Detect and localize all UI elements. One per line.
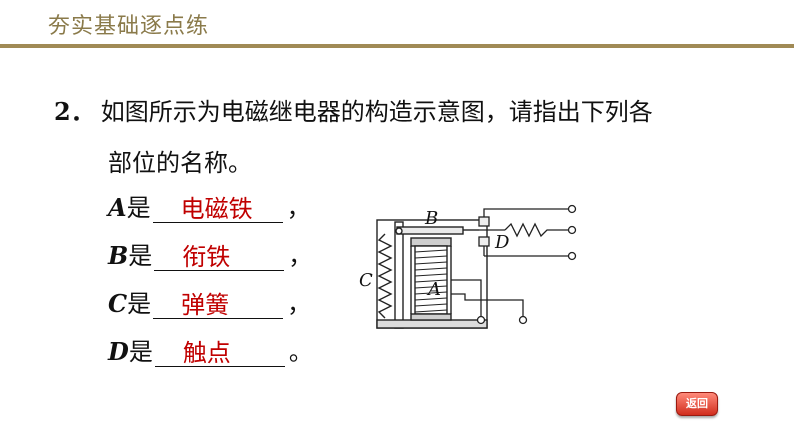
answer-row-b: B是 衔铁 ， [108,236,313,271]
spring-c [377,233,393,319]
question-number: 2． [54,97,95,126]
answer-text: 衔铁 [182,243,231,271]
question-line-2: 部位的名称。 [108,149,252,177]
wire-top [483,208,569,213]
back-button[interactable]: 返回 [676,392,718,416]
armature-pivot [395,227,403,235]
answer-text: 触点 [182,339,231,367]
terminal-top [567,204,577,214]
contact-lower [478,236,490,247]
answer-text: 电磁铁 [180,195,253,223]
answer-blank: 衔铁 [154,240,285,271]
question-text-1: 如图所示为电磁继电器的构造示意图，请指出下列各 [100,98,653,126]
answer-text: 弹簧 [181,291,230,319]
base-plate [376,319,488,329]
label-c: C [359,270,373,291]
coil-lead-2 [451,293,524,316]
answer-is: 是 [127,290,152,318]
coil-terminal-1 [476,315,486,325]
coil-lead-1 [451,279,482,316]
core-top [410,237,452,247]
answer-punct: ， [286,194,311,222]
answer-blank: 电磁铁 [152,192,283,223]
answer-punct: ， [288,242,313,270]
label-b: B [424,208,438,229]
answer-is: 是 [128,242,153,270]
armature-post [394,221,404,329]
section-title: 夯实基础逐点练 [48,14,210,39]
answer-row-c: C是 弹簧 ， [108,284,312,319]
answer-letter: D [108,337,129,366]
answer-punct: ， [287,290,312,318]
header-divider [0,44,794,48]
question-line-1: 2．如图所示为电磁继电器的构造示意图，请指出下列各 [54,92,653,127]
answer-row-d: D是 触点 。 [108,332,313,367]
answer-blank: 触点 [154,336,285,367]
contact-upper [478,216,490,227]
core-bottom [410,313,452,321]
answer-row-a: A是 电磁铁 ， [108,188,311,223]
label-d: D [494,232,510,253]
terminal-mid [567,225,577,235]
answer-letter: B [108,241,129,270]
label-a: A [426,279,441,300]
answer-is: 是 [128,338,153,366]
answer-punct: 。 [288,338,313,366]
answer-letter: A [108,193,127,222]
relay-diagram: B C A D [359,204,577,329]
resistor-wire [504,222,569,238]
answer-blank: 弹簧 [153,288,284,319]
coil-terminal-2 [518,315,528,325]
coil-windings [414,249,448,313]
answer-letter: C [108,289,128,318]
terminal-bottom [567,251,577,261]
answer-is: 是 [126,194,151,222]
